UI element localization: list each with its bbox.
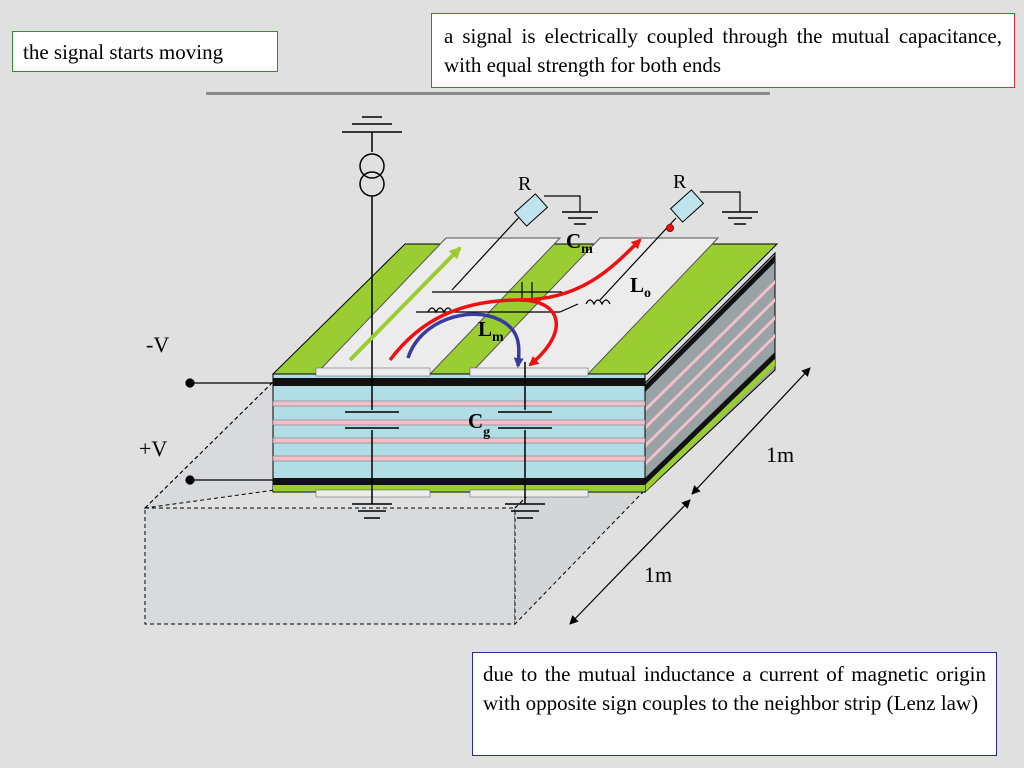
left-strip-coupling <box>345 374 399 519</box>
label-plus-v: +V <box>139 436 167 461</box>
caption-inductive-coupling: due to the mutual inductance a current o… <box>472 652 997 756</box>
label-dim-width: 1m <box>644 562 672 587</box>
title-divider <box>206 92 770 95</box>
label-cm-main: C <box>566 229 581 253</box>
label-lm: Lm <box>478 317 504 345</box>
induced-current-arrow <box>406 312 524 368</box>
label-dim-depth: 1m <box>766 442 794 467</box>
label-minus-v: -V <box>146 332 169 357</box>
label-lm-main: L <box>478 317 492 341</box>
label-cm: Cm <box>566 229 593 257</box>
label-lo: Lo <box>630 273 651 301</box>
label-lm-sub: m <box>492 330 504 345</box>
caption-capacitive-text: a signal is electrically coupled through… <box>444 24 1002 77</box>
label-cg-main: C <box>468 409 483 433</box>
signal-red-arrow-return <box>519 298 559 367</box>
caption-signal-starts: the signal starts moving <box>12 31 278 72</box>
current-source <box>342 116 402 374</box>
readout-node <box>666 224 674 232</box>
dimension-depth-arrow <box>691 367 811 495</box>
label-r-right: R <box>673 171 687 193</box>
label-lo-main: L <box>630 273 644 297</box>
label-cg-sub: g <box>483 425 490 440</box>
right-strip-coupling <box>498 362 552 519</box>
caption-inductive-text: due to the mutual inductance a current o… <box>483 662 986 715</box>
label-r-left: R <box>518 173 532 195</box>
dimension-width-arrow <box>569 499 691 625</box>
label-cm-sub: m <box>581 242 593 257</box>
label-lo-sub: o <box>644 286 651 301</box>
signal-direction-arrow <box>348 246 462 362</box>
resistor-right <box>599 189 758 301</box>
stack-front-face <box>272 367 646 498</box>
label-cg: Cg <box>468 409 490 440</box>
resistor-left <box>451 193 598 291</box>
bias-connections <box>185 378 273 485</box>
caption-capacitive-coupling: a signal is electrically coupled through… <box>431 13 1015 88</box>
caption-signal-starts-text: the signal starts moving <box>23 40 224 64</box>
